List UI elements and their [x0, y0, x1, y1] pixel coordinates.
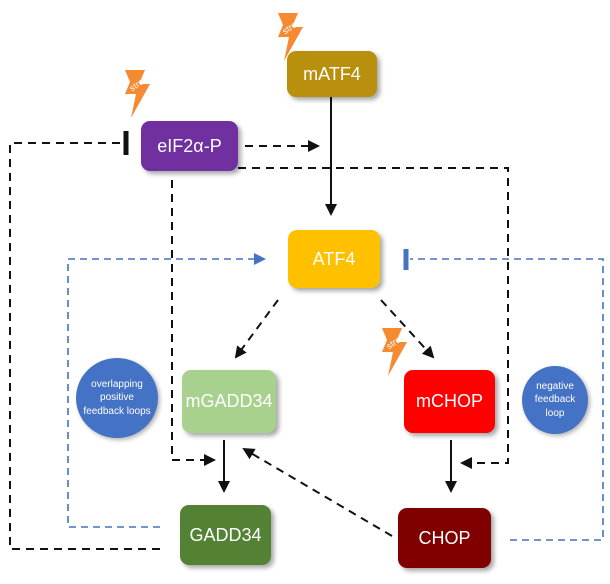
node-mgadd34: mGADD34 — [182, 370, 276, 433]
node-eif2a-p: eIF2α-P — [141, 121, 238, 171]
node-chop-label: CHOP — [418, 527, 471, 548]
negative-feedback-loop-annotation: negative feedback loop — [522, 366, 588, 434]
edge-eif2a-to-chop — [238, 167, 509, 469]
positive-feedback-loops-annotation: overlapping positive feedback loops — [76, 358, 158, 438]
node-matf4: mATF4 — [287, 51, 377, 97]
node-mgadd34-label: mGADD34 — [185, 391, 273, 411]
stress-bolt-matf4: stre — [278, 13, 303, 61]
edge-chop-to-mgadd34 — [242, 447, 393, 537]
stress-bolt-mchop: stre — [382, 328, 407, 376]
edge-chop-inhibits-atf4-negative-loop — [410, 258, 604, 541]
node-mchop: mCHOP — [404, 370, 495, 433]
node-chop: CHOP — [398, 508, 491, 568]
node-eif2a-p-label: eIF2α-P — [157, 135, 222, 156]
edge-atf4-to-mgadd34 — [234, 299, 279, 359]
edge-gadd34-inhibits-eif2a — [9, 142, 160, 550]
node-gadd34: GADD34 — [180, 505, 271, 565]
node-atf4-label: ATF4 — [312, 248, 356, 269]
node-gadd34-label: GADD34 — [189, 524, 262, 545]
node-mchop-label: mCHOP — [416, 391, 483, 411]
node-atf4: ATF4 — [288, 230, 380, 288]
lightning-bolt-icon — [125, 70, 150, 118]
positive-feedback-loops-text: overlapping positive feedback loops — [83, 378, 151, 417]
negative-feedback-loop-text: negative feedback loop — [534, 380, 576, 419]
stress-bolt-eif2a: stre — [125, 70, 150, 118]
edge-eif2a-to-gadd34 — [171, 180, 216, 466]
edge-gadd34-to-atf4-positive-loop — [67, 253, 266, 528]
lightning-bolt-icon — [278, 13, 303, 61]
lightning-bolt-icon — [382, 328, 407, 376]
node-matf4-label: mATF4 — [303, 63, 361, 84]
